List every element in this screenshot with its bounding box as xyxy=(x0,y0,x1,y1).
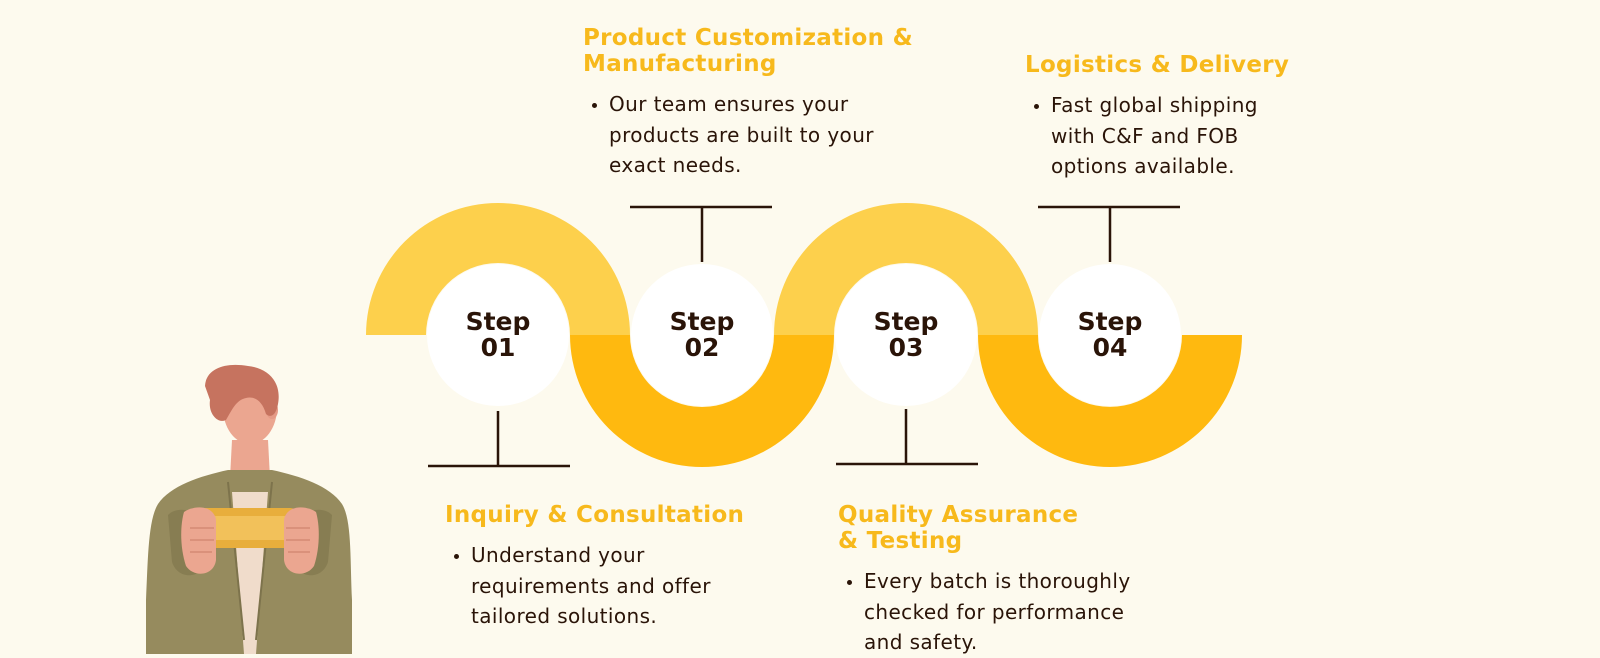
step-label-3-line2: 03 xyxy=(888,333,924,362)
connector-step-3 xyxy=(836,409,978,466)
step-label-4-line1: Step xyxy=(1077,307,1143,336)
step-1-block: Inquiry & Consultation Understand your r… xyxy=(445,502,765,632)
step-3-bullets: Every batch is thoroughly checked for pe… xyxy=(838,566,1144,658)
step-2-bullets: Our team ensures your products are built… xyxy=(583,89,899,181)
step-4-bullets: Fast global shipping with C&F and FOB op… xyxy=(1025,90,1301,182)
connector-step-2 xyxy=(630,205,772,262)
step-2-block: Product Customization & Manufacturing Ou… xyxy=(583,25,923,181)
step-label-3: Step 03 xyxy=(836,309,976,361)
step-1-bullets: Understand your requirements and offer t… xyxy=(445,540,741,632)
arc-top-1 xyxy=(366,203,630,335)
arc-bottom-2 xyxy=(570,335,834,467)
step-label-4: Step 04 xyxy=(1040,309,1180,361)
step-2-title: Product Customization & Manufacturing xyxy=(583,25,913,77)
step-circle-3 xyxy=(835,264,977,406)
connector-step-4 xyxy=(1038,205,1180,262)
step-label-3-line1: Step xyxy=(873,307,939,336)
step-3-bullet: Every batch is thoroughly checked for pe… xyxy=(864,566,1144,658)
step-circle-1 xyxy=(427,264,569,406)
step-label-1-line2: 01 xyxy=(480,333,516,362)
step-label-2-line1: Step xyxy=(669,307,735,336)
step-circle-2 xyxy=(631,264,773,406)
step-1-bullet: Understand your requirements and offer t… xyxy=(471,540,741,632)
step-circle-4 xyxy=(1039,264,1181,406)
person-holding-phone-illustration xyxy=(146,364,352,654)
step-1-title: Inquiry & Consultation xyxy=(445,502,745,528)
step-label-1: Step 01 xyxy=(428,309,568,361)
step-4-block: Logistics & Delivery Fast global shippin… xyxy=(1025,52,1315,182)
connector-step-1 xyxy=(428,411,570,468)
arc-bottom-4 xyxy=(978,335,1242,467)
step-3-title: Quality Assurance & Testing xyxy=(838,502,1079,554)
step-4-bullet: Fast global shipping with C&F and FOB op… xyxy=(1051,90,1301,182)
step-label-2: Step 02 xyxy=(632,309,772,361)
step-3-block: Quality Assurance & Testing Every batch … xyxy=(838,502,1130,658)
step-4-title: Logistics & Delivery xyxy=(1025,52,1290,78)
arc-top-3 xyxy=(774,203,1038,335)
step-label-4-line2: 04 xyxy=(1092,333,1128,362)
step-2-bullet: Our team ensures your products are built… xyxy=(609,89,899,181)
step-label-2-line2: 02 xyxy=(684,333,720,362)
step-label-1-line1: Step xyxy=(465,307,531,336)
